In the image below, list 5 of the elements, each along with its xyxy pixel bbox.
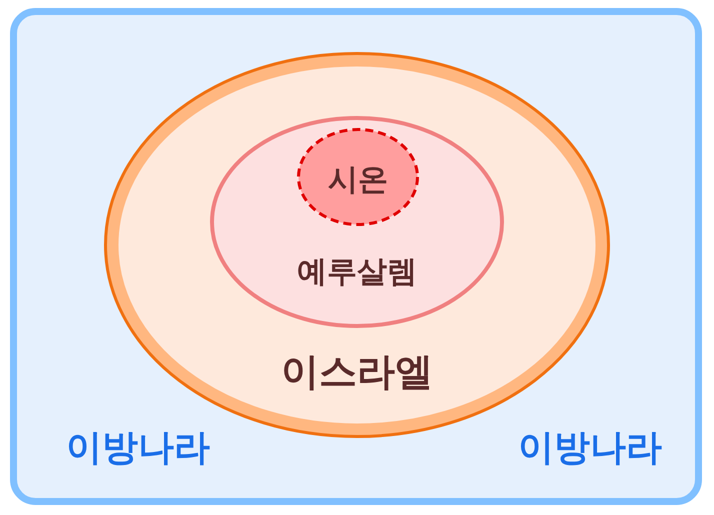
region-label: 예루살렘 (297, 254, 417, 292)
region-label: 이방나라 (66, 426, 210, 470)
region-label: 시온 (328, 162, 388, 200)
region-label: 이방나라 (518, 426, 662, 470)
region-label: 이스라엘 (281, 348, 433, 396)
